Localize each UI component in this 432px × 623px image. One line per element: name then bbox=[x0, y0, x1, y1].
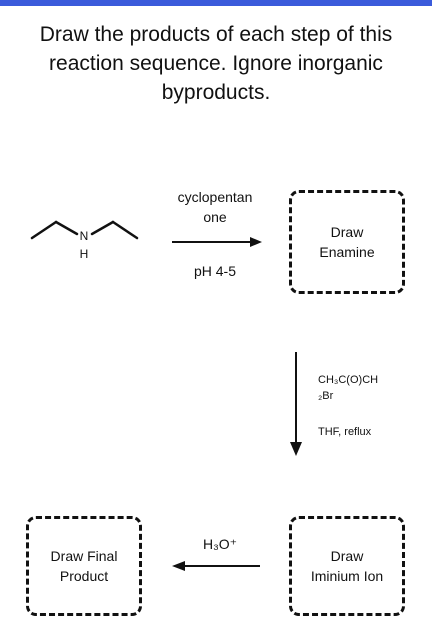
draw-enamine-label: Draw Enamine bbox=[319, 224, 375, 260]
question-prompt: Draw the products of each step of this r… bbox=[39, 23, 393, 104]
bond-ch2-n-left bbox=[54, 220, 79, 236]
arrow-step2 bbox=[290, 352, 302, 456]
draw-enamine-box[interactable]: Draw Enamine bbox=[289, 190, 405, 294]
step3-reagent: H₃O⁺ bbox=[202, 536, 238, 552]
top-accent-bar bbox=[0, 0, 432, 6]
diethylamine-structure bbox=[30, 220, 139, 240]
arrow-step1 bbox=[172, 237, 262, 247]
arrow-step3 bbox=[172, 561, 260, 571]
step1-reagent-line2: one bbox=[203, 209, 227, 225]
bond-ch3-ch2-left bbox=[30, 220, 58, 240]
step2-condition: THF, reflux bbox=[318, 426, 372, 438]
draw-final-product-box[interactable]: Draw Final Product bbox=[26, 516, 142, 616]
draw-iminium-ion-label: Draw Iminium Ion bbox=[310, 548, 384, 584]
step2-reagent-line1: CH₃C(O)CH bbox=[318, 374, 379, 386]
bond-n-ch2-right bbox=[90, 220, 115, 236]
step2-reagent-line2: ₂Br bbox=[318, 390, 334, 402]
hydrogen-atom-label: H bbox=[80, 247, 89, 261]
nitrogen-atom-label: N bbox=[80, 229, 89, 243]
draw-iminium-ion-box[interactable]: Draw Iminium Ion bbox=[289, 516, 405, 616]
bond-ch2-ch3-right bbox=[111, 220, 139, 240]
draw-final-product-label: Draw Final Product bbox=[50, 548, 118, 584]
step1-condition: pH 4-5 bbox=[193, 263, 237, 279]
step1-reagent-line1: cyclopentan bbox=[177, 189, 253, 205]
